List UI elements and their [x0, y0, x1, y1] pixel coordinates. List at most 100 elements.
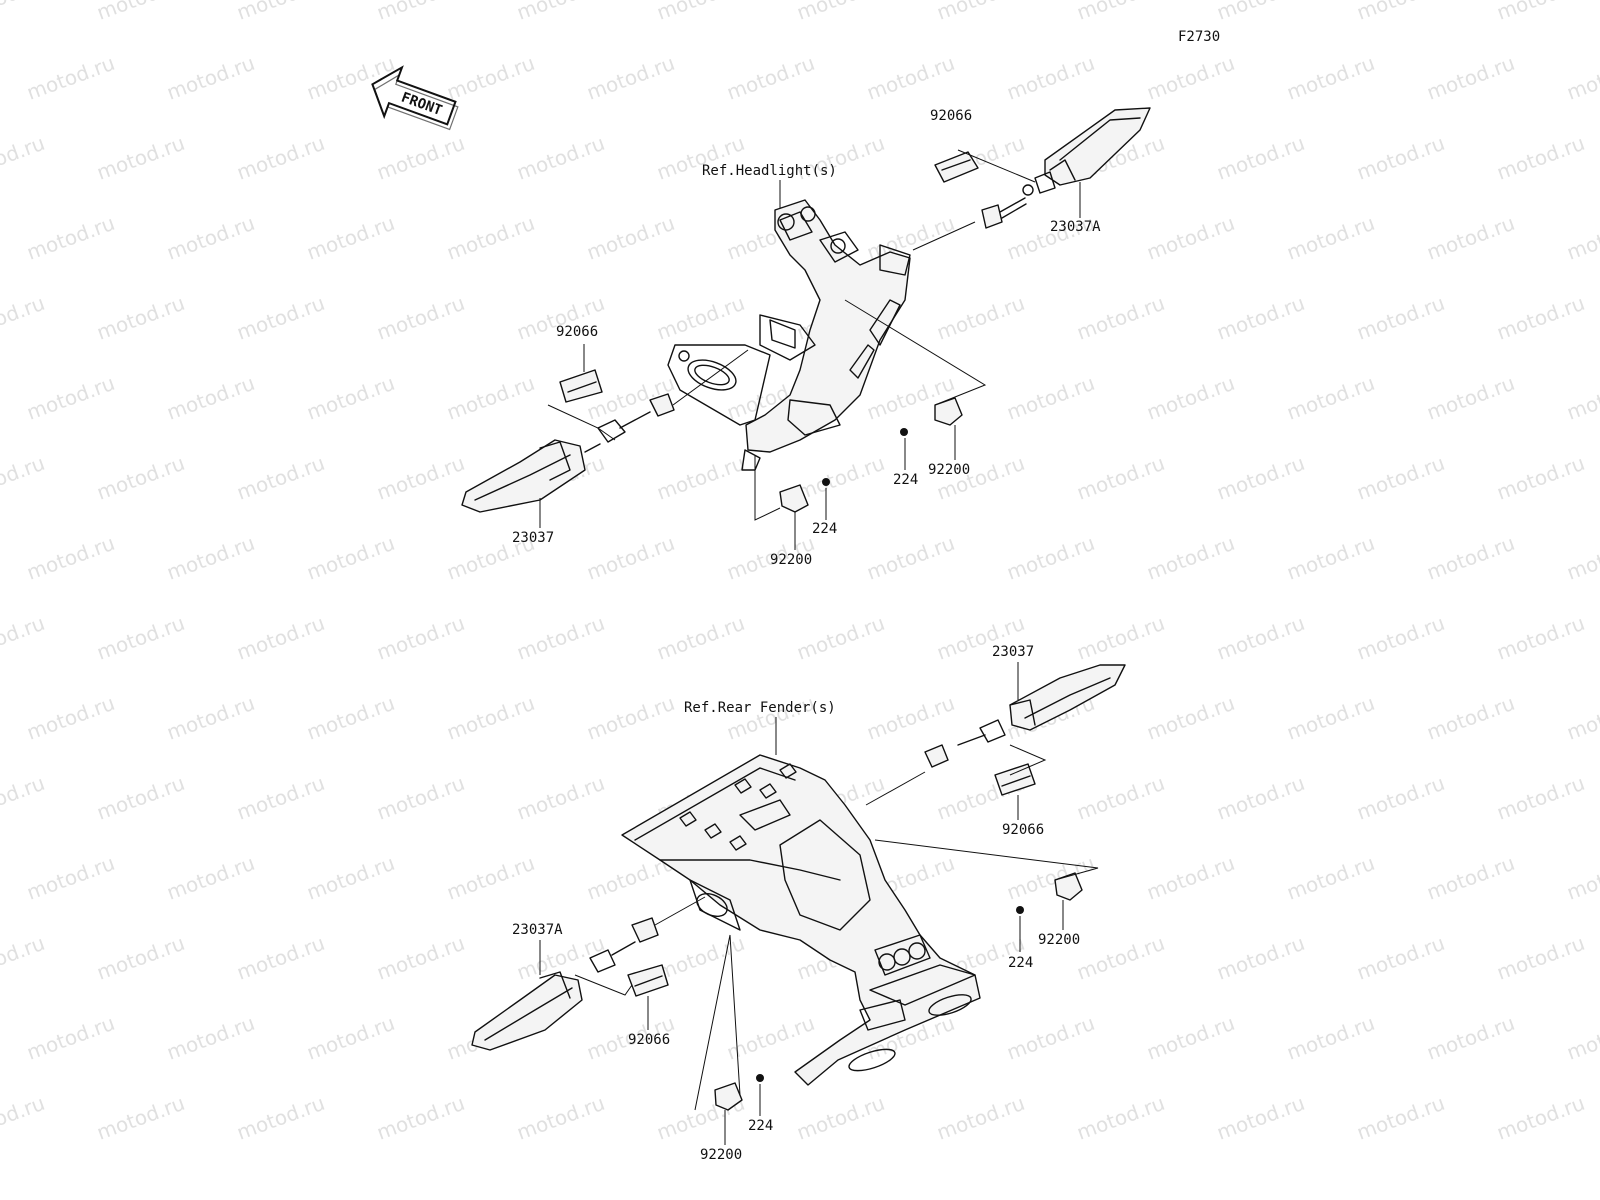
watermark-text: motod.ru: [1004, 531, 1098, 585]
front-left-bolt-224: [822, 478, 830, 486]
front-right-grommet-line: [957, 149, 1036, 183]
watermark-text: motod.ru: [94, 451, 188, 505]
rear-right-turn-signal: [1009, 664, 1126, 731]
watermark-text: motod.ru: [304, 211, 398, 265]
watermark-text: motod.ru: [654, 451, 748, 505]
front-direction-arrow: FRONT: [371, 65, 459, 131]
watermark-text: motod.ru: [444, 51, 538, 105]
watermark-text: motod.ru: [864, 531, 958, 585]
watermark-text: motod.ru: [1074, 771, 1168, 825]
watermark-text: motod.ru: [724, 691, 818, 745]
watermark-text: motod.ru: [1214, 771, 1308, 825]
label-92066-rear-left: 92066: [628, 1032, 670, 1048]
watermark-text: motod.ru: [1424, 1011, 1518, 1065]
watermark-text: motod.ru: [1284, 691, 1378, 745]
watermark-text: motod.ru: [514, 611, 608, 665]
label-92066-front-left: 92066: [556, 324, 598, 340]
watermark-text: motod.ru: [94, 771, 188, 825]
watermark-text: motod.ru: [514, 1091, 608, 1145]
rear-left-install-line: [654, 896, 706, 926]
label-92200-front-left: 92200: [770, 552, 812, 568]
ref-rear-fender-label: Ref.Rear Fender(s): [684, 700, 836, 716]
watermark-text: motod.ru: [304, 371, 398, 425]
watermark-text: motod.ru: [1004, 851, 1098, 905]
front-left-turn-signal: [461, 439, 601, 513]
rear-left-socket: [589, 917, 659, 973]
watermark-text: motod.ru: [1494, 291, 1588, 345]
front-right-clip-92200: [900, 397, 963, 436]
label-23037A-front: 23037A: [1050, 219, 1101, 235]
watermark-text: motod.ru: [0, 131, 48, 185]
watermark-text: motod.ru: [1004, 371, 1098, 425]
watermark-text: motod.ru: [234, 611, 328, 665]
watermark-text: motod.ru: [1074, 0, 1168, 25]
watermark-text: motod.ru: [1494, 931, 1588, 985]
watermark-text: motod.ru: [304, 691, 398, 745]
label-23037-rear: 23037: [992, 644, 1034, 660]
label-224-rear-right: 224: [1008, 955, 1033, 971]
watermark-text: motod.ru: [864, 691, 958, 745]
watermark-text: motod.ru: [374, 611, 468, 665]
watermark-text: motod.ru: [1214, 931, 1308, 985]
watermark-text: motod.ru: [234, 0, 328, 25]
watermark-text: motod.ru: [724, 51, 818, 105]
watermark-text: motod.ru: [1494, 131, 1588, 185]
watermark-text: motod.ru: [24, 371, 118, 425]
watermark-text: motod.ru: [864, 51, 958, 105]
watermark-text: motod.ru: [1144, 371, 1238, 425]
watermark-text: motod.ru: [934, 1091, 1028, 1145]
watermark-text: motod.ru: [1424, 851, 1518, 905]
watermark-text: motod.ru: [374, 1091, 468, 1145]
watermark-text: motod.ru: [1354, 1091, 1448, 1145]
watermark-text: motod.ru: [374, 771, 468, 825]
watermark-text: motod.ru: [164, 1011, 258, 1065]
rear-right-bolt-224: [1016, 906, 1024, 914]
watermark-text: motod.ru: [374, 0, 468, 25]
label-224-front-left: 224: [812, 521, 837, 537]
watermark-text: motod.ru: [304, 531, 398, 585]
watermark-text: motod.ru: [1074, 291, 1168, 345]
label-92200-front-right: 92200: [928, 462, 970, 478]
front-left-clip-92200: [779, 478, 830, 513]
front-left-grommet-92066: [559, 369, 603, 403]
watermark-text: motod.ru: [1564, 371, 1600, 425]
watermark-text: motod.ru: [304, 1011, 398, 1065]
watermark-text: motod.ru: [514, 0, 608, 25]
watermark-text: motod.ru: [794, 0, 888, 25]
label-92066-front-right: 92066: [930, 108, 972, 124]
label-92200-rear-right: 92200: [1038, 932, 1080, 948]
label-23037A-rear: 23037A: [512, 922, 563, 938]
rear-right-grommet-92066: [994, 763, 1036, 796]
watermark-text: motod.ru: [1284, 51, 1378, 105]
watermark-text: motod.ru: [514, 131, 608, 185]
watermark-text: motod.ru: [24, 211, 118, 265]
watermark-text: motod.ru: [1144, 691, 1238, 745]
watermark-text: motod.ru: [1144, 531, 1238, 585]
watermark-text: motod.ru: [24, 691, 118, 745]
watermark-text: motod.ru: [444, 851, 538, 905]
watermark-text: motod.ru: [1074, 611, 1168, 665]
watermark-text: motod.ru: [1494, 1091, 1588, 1145]
watermark-text: motod.ru: [1494, 451, 1588, 505]
watermark-text: motod.ru: [1214, 0, 1308, 25]
label-92200-rear-bottom: 92200: [700, 1147, 742, 1163]
front-right-turn-signal: [1034, 107, 1151, 194]
front-right-clip-lines: [844, 299, 987, 406]
rear-fender: [621, 754, 981, 1086]
watermark-text: motod.ru: [94, 0, 188, 25]
watermark-text: motod.ru: [1284, 531, 1378, 585]
watermark-text: motod.ru: [1564, 691, 1600, 745]
watermark-text: motod.ru: [164, 51, 258, 105]
watermark-text: motod.ru: [794, 1091, 888, 1145]
watermark-text: motod.ru: [234, 1091, 328, 1145]
watermark-text: motod.ru: [1424, 531, 1518, 585]
front-left-socket: [597, 393, 675, 443]
watermark-text: motod.ru: [1564, 51, 1600, 105]
watermark-text: motod.ru: [1004, 1011, 1098, 1065]
label-224-front-right: 224: [893, 472, 918, 488]
watermark-text: motod.ru: [444, 211, 538, 265]
watermark-text: motod.ru: [1354, 611, 1448, 665]
front-left-install-line: [672, 349, 749, 406]
label-23037-front: 23037: [512, 530, 554, 546]
watermark-text: motod.ru: [1424, 691, 1518, 745]
